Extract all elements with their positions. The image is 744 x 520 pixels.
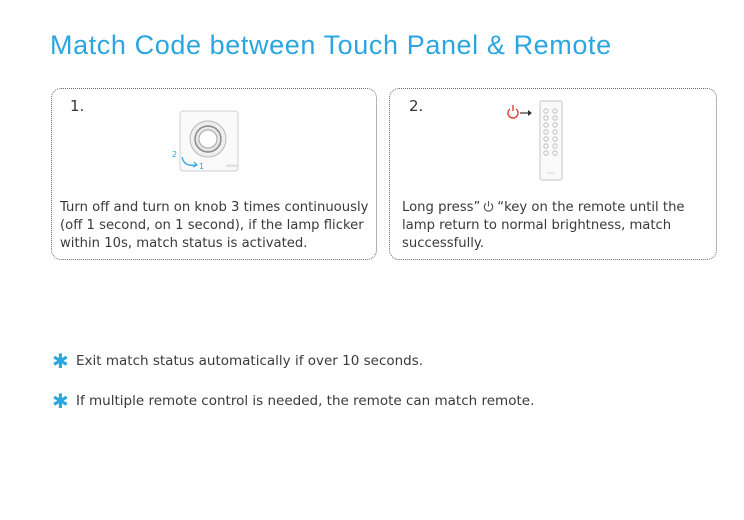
step-2-number: 2.	[409, 97, 424, 115]
touch-panel-knob-icon: 2 1 LEDEX	[172, 110, 239, 172]
remote-control-icon	[507, 100, 563, 181]
step-2-description-after: “key on the remote until the lamp return…	[402, 200, 685, 251]
step-2-description: Long press”“key on the remote until the …	[402, 199, 712, 253]
panel-label-2: 2	[172, 150, 177, 159]
list-item: ✱ Exit match status automatically if ove…	[52, 350, 534, 372]
panel-label-1: 1	[199, 162, 204, 171]
notes-list: ✱ Exit match status automatically if ove…	[52, 350, 534, 430]
power-icon	[507, 105, 519, 119]
asterisk-icon: ✱	[52, 349, 69, 373]
step-1-card: 1. 2 1 LEDEX Turn off and turn on knob 3…	[51, 88, 377, 260]
note-text: If multiple remote control is needed, th…	[76, 393, 535, 409]
note-text: Exit match status automatically if over …	[76, 353, 424, 369]
step-2-description-before: Long press”	[402, 200, 481, 215]
step-1-description: Turn off and turn on knob 3 times contin…	[60, 200, 369, 251]
power-key-icon	[484, 201, 494, 212]
page-title: Match Code between Touch Panel & Remote	[50, 30, 612, 61]
list-item: ✱ If multiple remote control is needed, …	[52, 390, 534, 412]
step-2-card: 2. Long press”“key on the remote until t…	[389, 88, 717, 260]
asterisk-icon: ✱	[52, 389, 69, 413]
step-1-number: 1.	[70, 97, 85, 115]
panel-brand: LEDEX	[226, 164, 238, 168]
